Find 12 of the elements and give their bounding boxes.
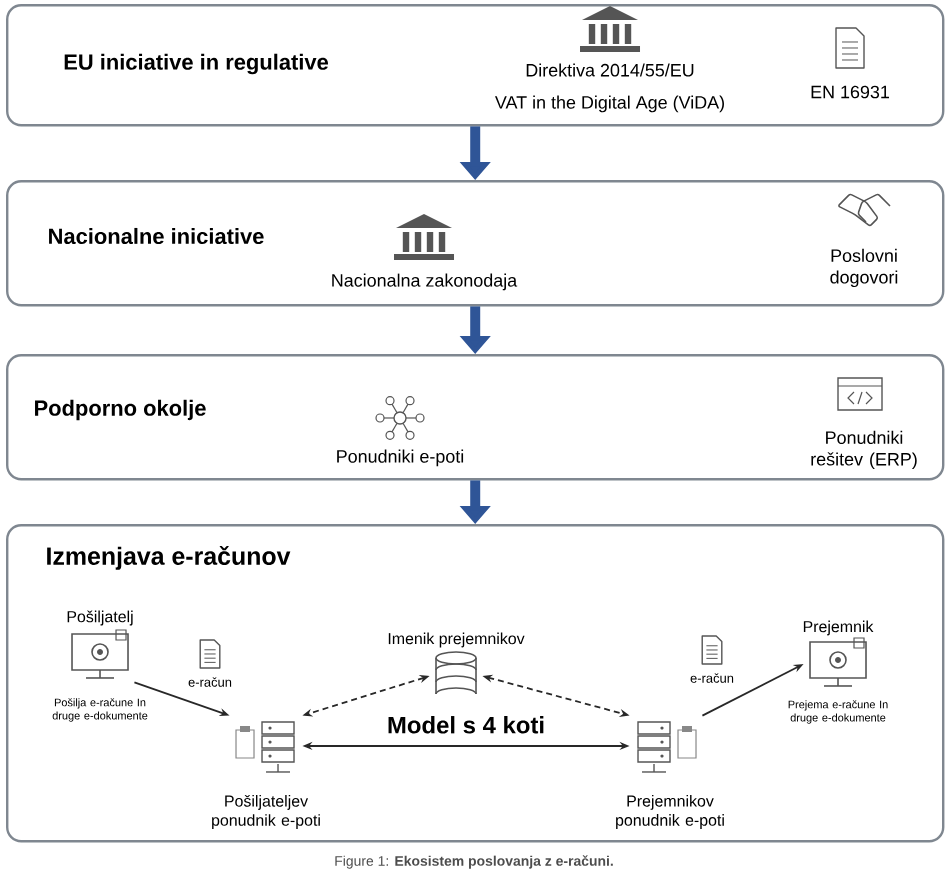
edge-label: Model s 4 koti — [384, 714, 548, 736]
panel-heading: Podporno okolje — [35, 399, 206, 421]
item-label: Ponudniki e-poti — [337, 449, 464, 467]
item-label: Poslovni dogovori — [830, 248, 898, 288]
panel-heading: EU iniciative in regulative — [64, 53, 329, 75]
item-label: EN 16931 — [811, 85, 889, 99]
item-label: Direktiva 2014/55/EU — [526, 63, 694, 77]
item-label: Ponudniki rešitev (ERP) — [811, 430, 917, 470]
item-label: Nacionalna zakonodaja — [332, 273, 518, 291]
panel-heading: Izmenjava e-računov — [47, 546, 291, 570]
item-label: VAT in the Digital Age (ViDA) — [495, 95, 724, 113]
panel-heading: Nacionalne iniciative — [49, 227, 264, 245]
